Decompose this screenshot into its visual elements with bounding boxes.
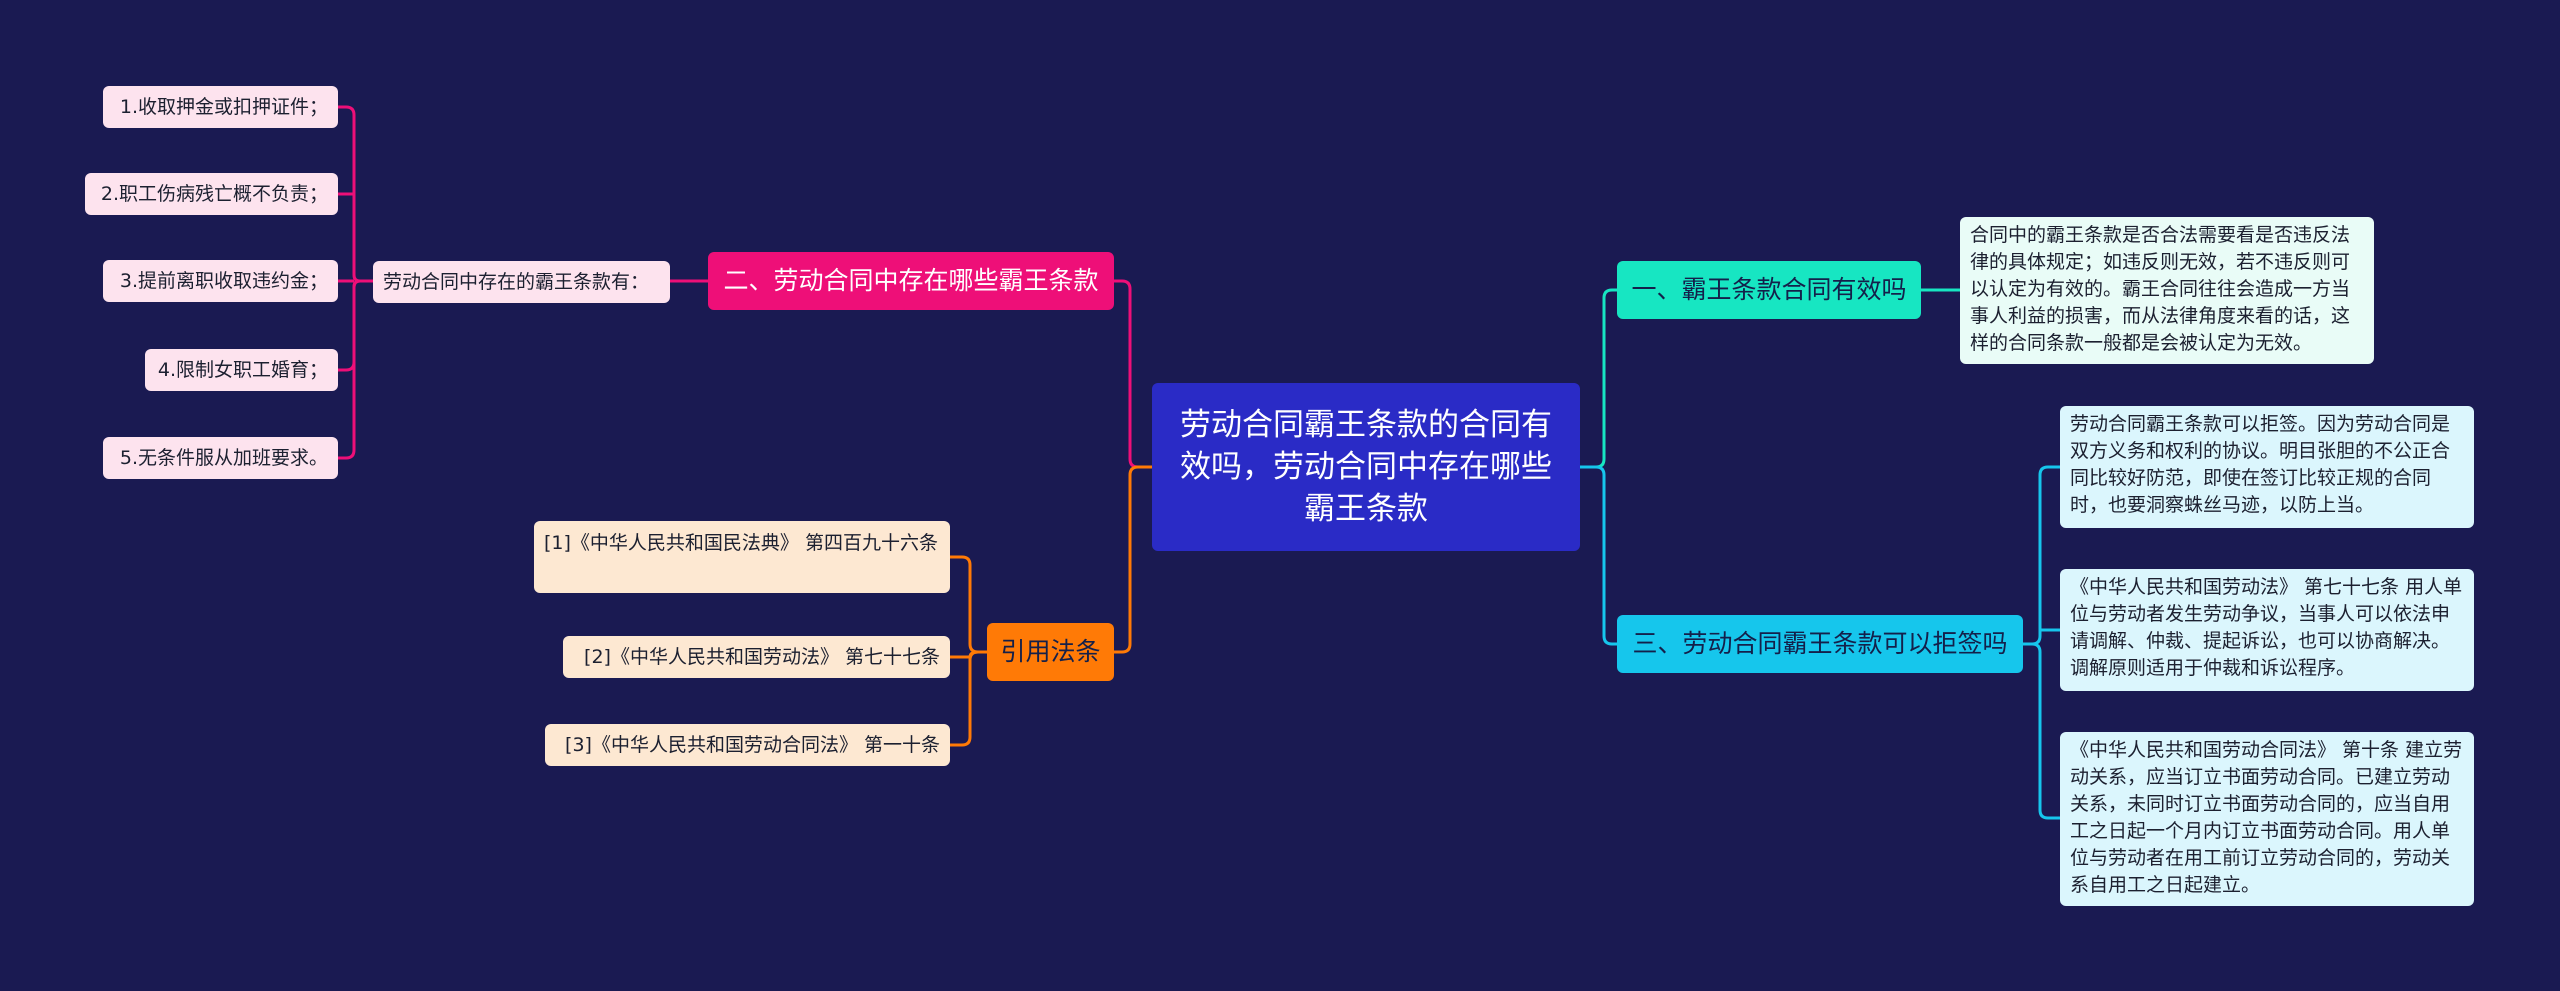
clause-item-2-text: 2.职工伤病残亡概不负责； <box>100 183 328 205</box>
clause-item-2[interactable]: 2.职工伤病残亡概不负责； <box>85 173 338 215</box>
branch-cited-laws-label: 引用法条 <box>1000 637 1101 666</box>
clause-item-4-text: 4.限制女职工婚育； <box>157 359 328 381</box>
law-ref-3-text: [3]《中华人民共和国劳动合同法》 第一十条 <box>565 734 940 756</box>
clause-item-5-text: 5.无条件服从加班要求。 <box>119 447 328 469</box>
clause-item-3-text: 3.提前离职收取违约金； <box>119 270 328 292</box>
clause-item-5[interactable]: 5.无条件服从加班要求。 <box>103 437 338 479</box>
refuse-detail-2[interactable]: 《中华人民共和国劳动法》 第七十七条 用人单位与劳动者发生劳动争议，当事人可以依… <box>2060 569 2474 691</box>
unfair-clauses-intro-text: 劳动合同中存在的霸王条款有： <box>383 271 650 293</box>
law-ref-2[interactable]: [2]《中华人民共和国劳动法》 第七十七条 <box>563 636 950 678</box>
clause-item-1-text: 1.收取押金或扣押证件； <box>119 96 328 118</box>
clause-item-1[interactable]: 1.收取押金或扣押证件； <box>103 86 338 128</box>
validity-detail[interactable]: 合同中的霸王条款是否合法需要看是否违反法律的具体规定；如违反则无效，若不违反则可… <box>1960 217 2374 364</box>
branch-validity[interactable]: 一、霸王条款合同有效吗 <box>1617 261 1921 319</box>
law-ref-3[interactable]: [3]《中华人民共和国劳动合同法》 第一十条 <box>545 724 950 766</box>
refuse-detail-1-text: 劳动合同霸王条款可以拒签。因为劳动合同是双方义务和权利的协议。明目张胆的不公正合… <box>2070 413 2451 516</box>
refuse-detail-3[interactable]: 《中华人民共和国劳动合同法》 第十条 建立劳动关系，应当订立书面劳动合同。已建立… <box>2060 732 2474 906</box>
refuse-detail-3-text: 《中华人民共和国劳动合同法》 第十条 建立劳动关系，应当订立书面劳动合同。已建立… <box>2070 739 2463 896</box>
clause-item-3[interactable]: 3.提前离职收取违约金； <box>103 260 338 302</box>
validity-detail-text: 合同中的霸王条款是否合法需要看是否违反法律的具体规定；如违反则无效，若不违反则可… <box>1970 224 2351 354</box>
branch-refuse-sign-label: 三、劳动合同霸王条款可以拒签吗 <box>1632 629 2008 658</box>
branch-cited-laws[interactable]: 引用法条 <box>987 623 1114 681</box>
clause-item-4[interactable]: 4.限制女职工婚育； <box>145 349 338 391</box>
central-topic[interactable]: 劳动合同霸王条款的合同有效吗，劳动合同中存在哪些霸王条款 <box>1152 383 1580 551</box>
branch-validity-label: 一、霸王条款合同有效吗 <box>1631 275 1907 304</box>
unfair-clauses-intro[interactable]: 劳动合同中存在的霸王条款有： <box>373 261 670 303</box>
branch-unfair-clauses-label: 二、劳动合同中存在哪些霸王条款 <box>723 266 1099 295</box>
law-ref-2-text: [2]《中华人民共和国劳动法》 第七十七条 <box>584 646 940 668</box>
law-ref-1[interactable]: [1]《中华人民共和国民法典》 第四百九十六条 <box>534 521 950 593</box>
branch-refuse-sign[interactable]: 三、劳动合同霸王条款可以拒签吗 <box>1617 615 2023 673</box>
refuse-detail-1[interactable]: 劳动合同霸王条款可以拒签。因为劳动合同是双方义务和权利的协议。明目张胆的不公正合… <box>2060 406 2474 528</box>
law-ref-1-text: [1]《中华人民共和国民法典》 第四百九十六条 <box>544 532 938 554</box>
branch-unfair-clauses[interactable]: 二、劳动合同中存在哪些霸王条款 <box>708 252 1114 310</box>
refuse-detail-2-text: 《中华人民共和国劳动法》 第七十七条 用人单位与劳动者发生劳动争议，当事人可以依… <box>2070 576 2463 679</box>
central-topic-label: 劳动合同霸王条款的合同有效吗，劳动合同中存在哪些霸王条款 <box>1180 407 1552 527</box>
